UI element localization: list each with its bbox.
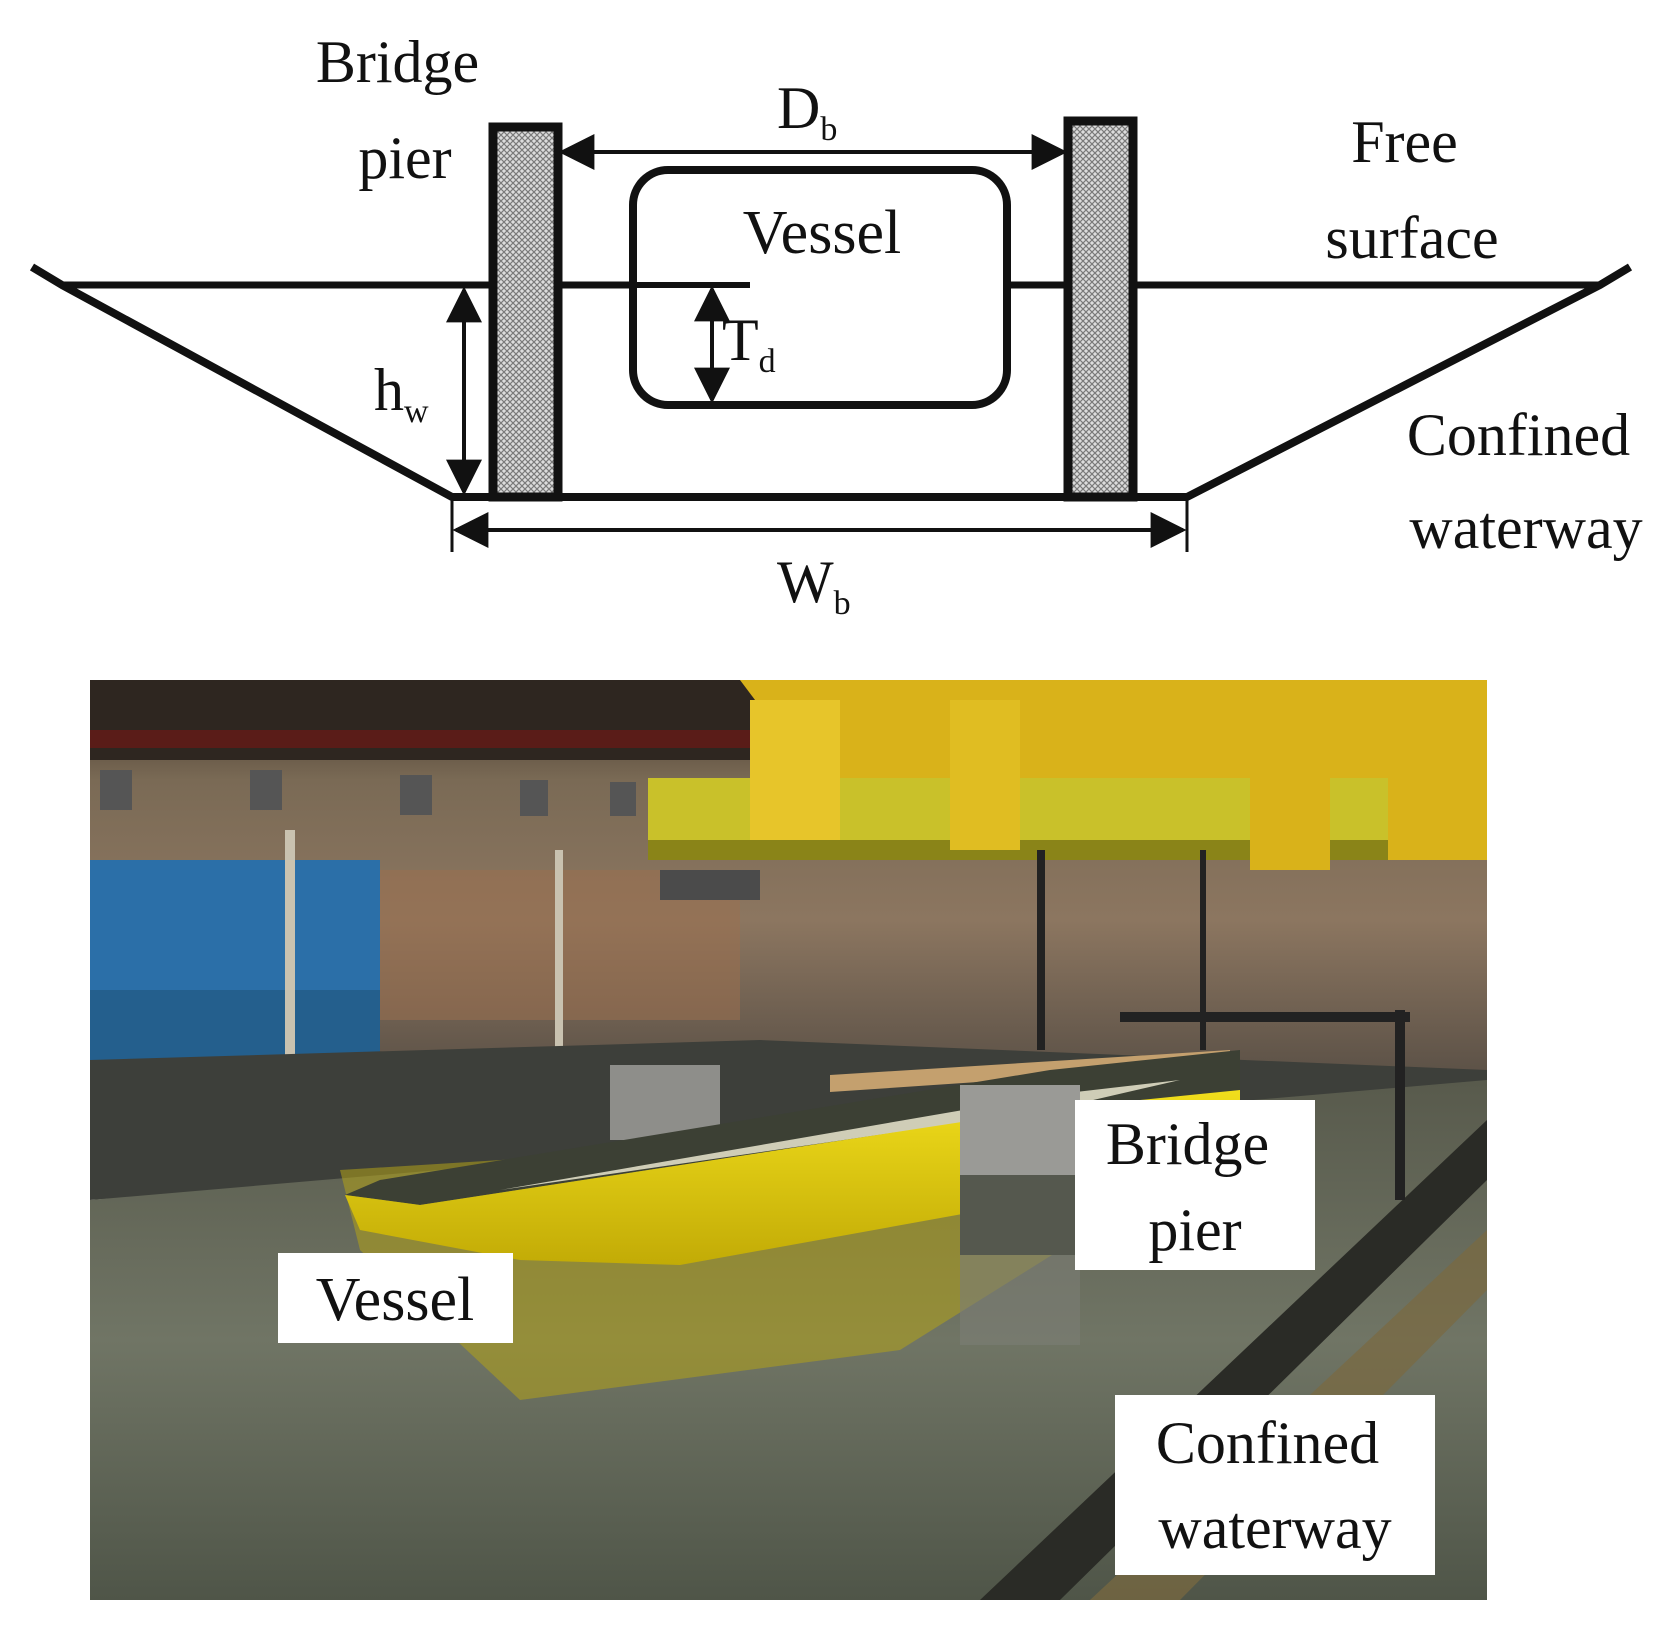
photo-measurement-rod: [1395, 1010, 1405, 1200]
photo-wall-post: [555, 850, 563, 1070]
photo-label-bridge-pier-line1: Bridge: [1106, 1111, 1269, 1177]
label-free-surface-line2: surface: [1325, 205, 1498, 271]
symbol-hw: hw: [374, 357, 429, 430]
symbol-td-main: T: [722, 307, 759, 373]
symbol-wb-sub: b: [834, 585, 851, 622]
label-bridge-pier-line2: pier: [358, 125, 451, 191]
label-bridge-pier-line1: Bridge: [316, 29, 479, 95]
left-bridge-pier: [488, 122, 563, 502]
right-bridge-pier: [1063, 116, 1138, 502]
waterway-channel-outline: [29, 263, 1633, 501]
symbol-wb: Wb: [777, 549, 851, 622]
label-free-surface: Free surface: [1325, 109, 1498, 271]
photo-label-bridge-pier: Bridge pier: [1075, 1100, 1315, 1270]
photo-bridge-pier-block-submerged: [960, 1175, 1080, 1255]
label-confined-waterway: Confined waterway: [1407, 402, 1645, 561]
symbol-hw-main: h: [374, 357, 404, 423]
svg-text:Bridge pier: Bridge pier: [1106, 1111, 1284, 1263]
photo-measurement-rod: [1200, 850, 1206, 1050]
photograph: Vessel Bridge pier Confined waterway: [90, 680, 1487, 1600]
photo-wooden-plank: [830, 1050, 1230, 1092]
symbol-db-sub: b: [820, 111, 837, 148]
photo-label-bridge-pier-line2: pier: [1148, 1197, 1241, 1263]
photo-channel-edge: [980, 1120, 1487, 1600]
photo-label-confined-waterway-line2: waterway: [1158, 1495, 1391, 1561]
photo-label-vessel: Vessel: [278, 1253, 513, 1343]
cross-section-diagram: Bridge pier Vessel Free surface Confined…: [29, 29, 1645, 622]
photo-carriage-block: [660, 870, 760, 900]
photo-label-confined-waterway-line1: Confined: [1156, 1410, 1379, 1476]
label-confined-waterway-line2: waterway: [1409, 495, 1642, 561]
photo-bridge-pier-block: [960, 1085, 1080, 1175]
photo-wall-post: [285, 830, 295, 1090]
symbol-hw-sub: w: [404, 393, 429, 430]
photo-ceiling-rail: [90, 730, 790, 748]
symbol-wb-main: W: [777, 549, 834, 615]
photo-crossbar: [1120, 1012, 1410, 1022]
svg-text:Confined waterway: Confined waterway: [1156, 1410, 1394, 1561]
label-bridge-pier: Bridge pier: [316, 29, 494, 191]
photo-carriage-strut: [950, 700, 1020, 850]
photo-carriage-strut: [750, 700, 840, 840]
symbol-db-main: D: [777, 75, 820, 141]
label-vessel: Vessel: [743, 199, 901, 267]
photo-wall-brackets: [100, 770, 636, 816]
photo-label-confined-waterway: Confined waterway: [1115, 1395, 1435, 1575]
symbol-td: Td: [722, 307, 776, 380]
symbol-db: Db: [777, 75, 837, 148]
label-free-surface-line1: Free: [1351, 109, 1458, 175]
photo-label-vessel-text: Vessel: [316, 1266, 474, 1334]
label-confined-waterway-line1: Confined: [1407, 402, 1630, 468]
photo-carriage-strut: [1250, 700, 1330, 870]
symbol-td-sub: d: [759, 343, 776, 380]
photo-measurement-rod: [1037, 850, 1045, 1050]
photo-bridge-pier-reflection: [960, 1255, 1080, 1345]
